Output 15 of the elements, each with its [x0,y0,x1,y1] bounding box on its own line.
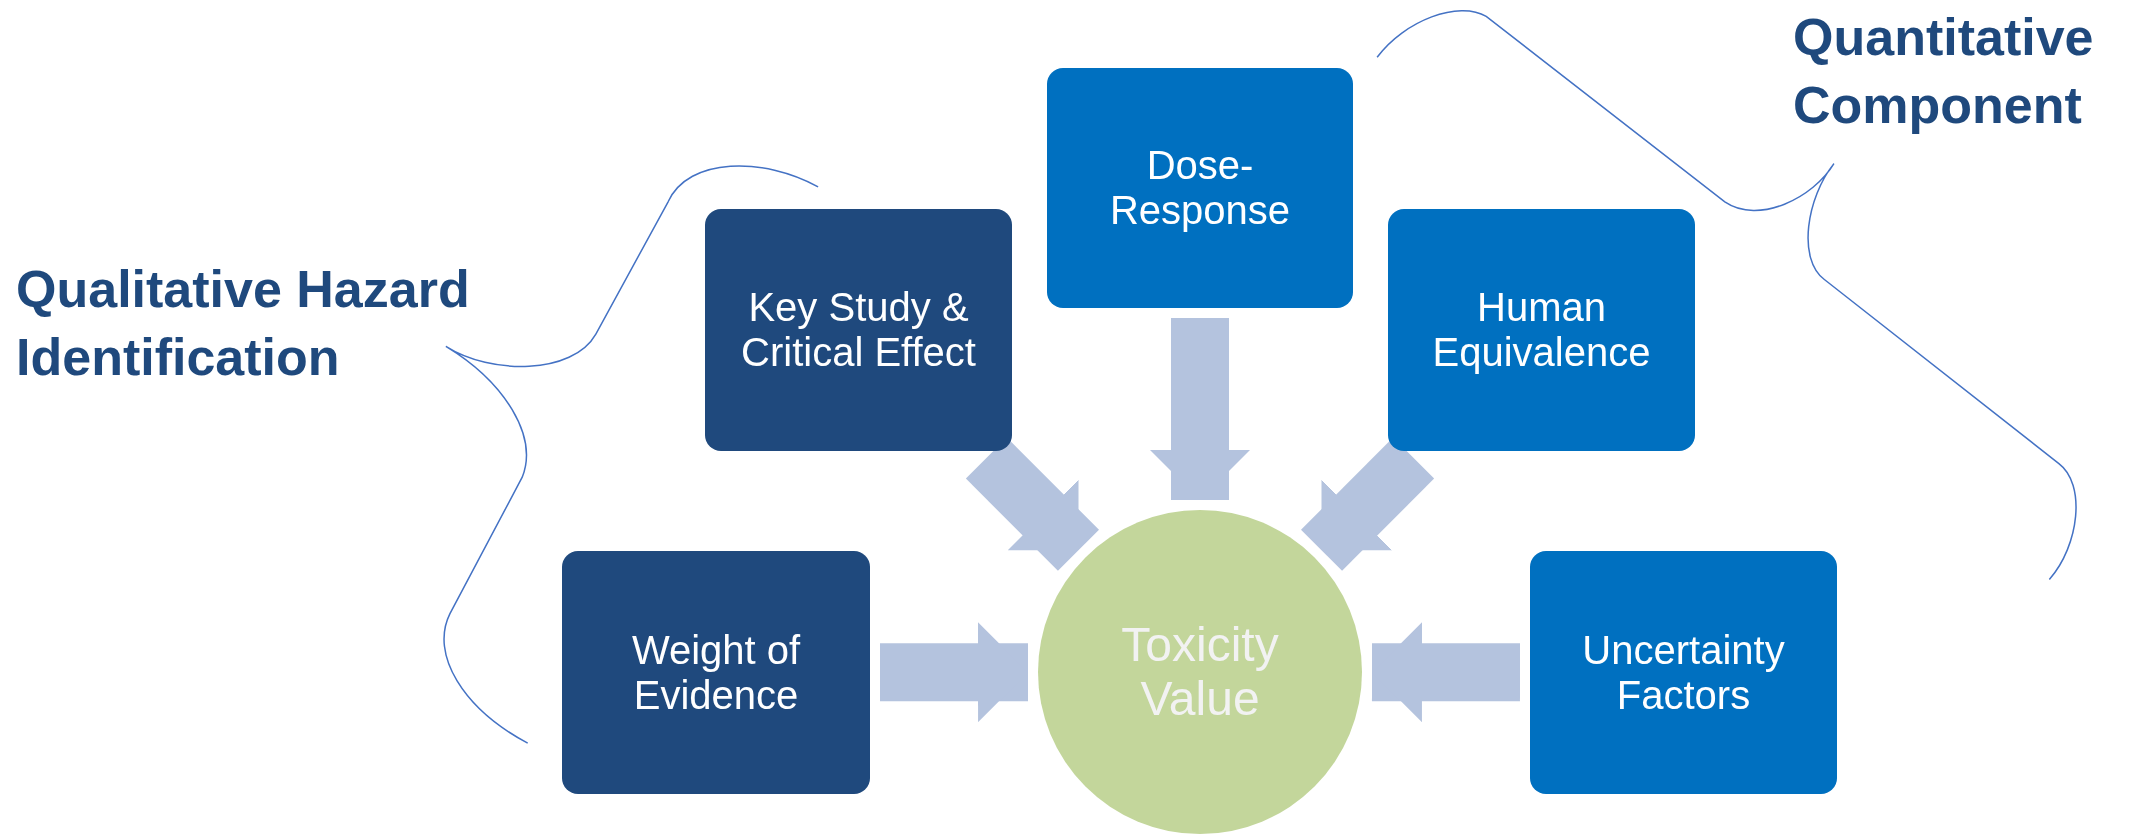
block-arrow [1372,622,1520,723]
step-box [1047,68,1353,308]
node-label: Key Study & Critical Effect [740,285,977,375]
step-box [562,551,870,794]
section-heading: Quantitative Component [1793,7,2095,136]
step-box [705,209,1012,451]
node-label: Toxicity Value [1120,618,1280,726]
step-box [1530,551,1837,794]
node-label: Weight of Evidence [630,627,802,718]
node-label: Dose-Response [1108,143,1292,233]
step-box [1388,209,1695,451]
node-label: Uncertainty Factors [1581,627,1786,718]
section-heading: Qualitative Hazard Identification [16,259,471,388]
block-arrow [880,622,1028,723]
node-label: Human Equivalence [1431,285,1652,375]
